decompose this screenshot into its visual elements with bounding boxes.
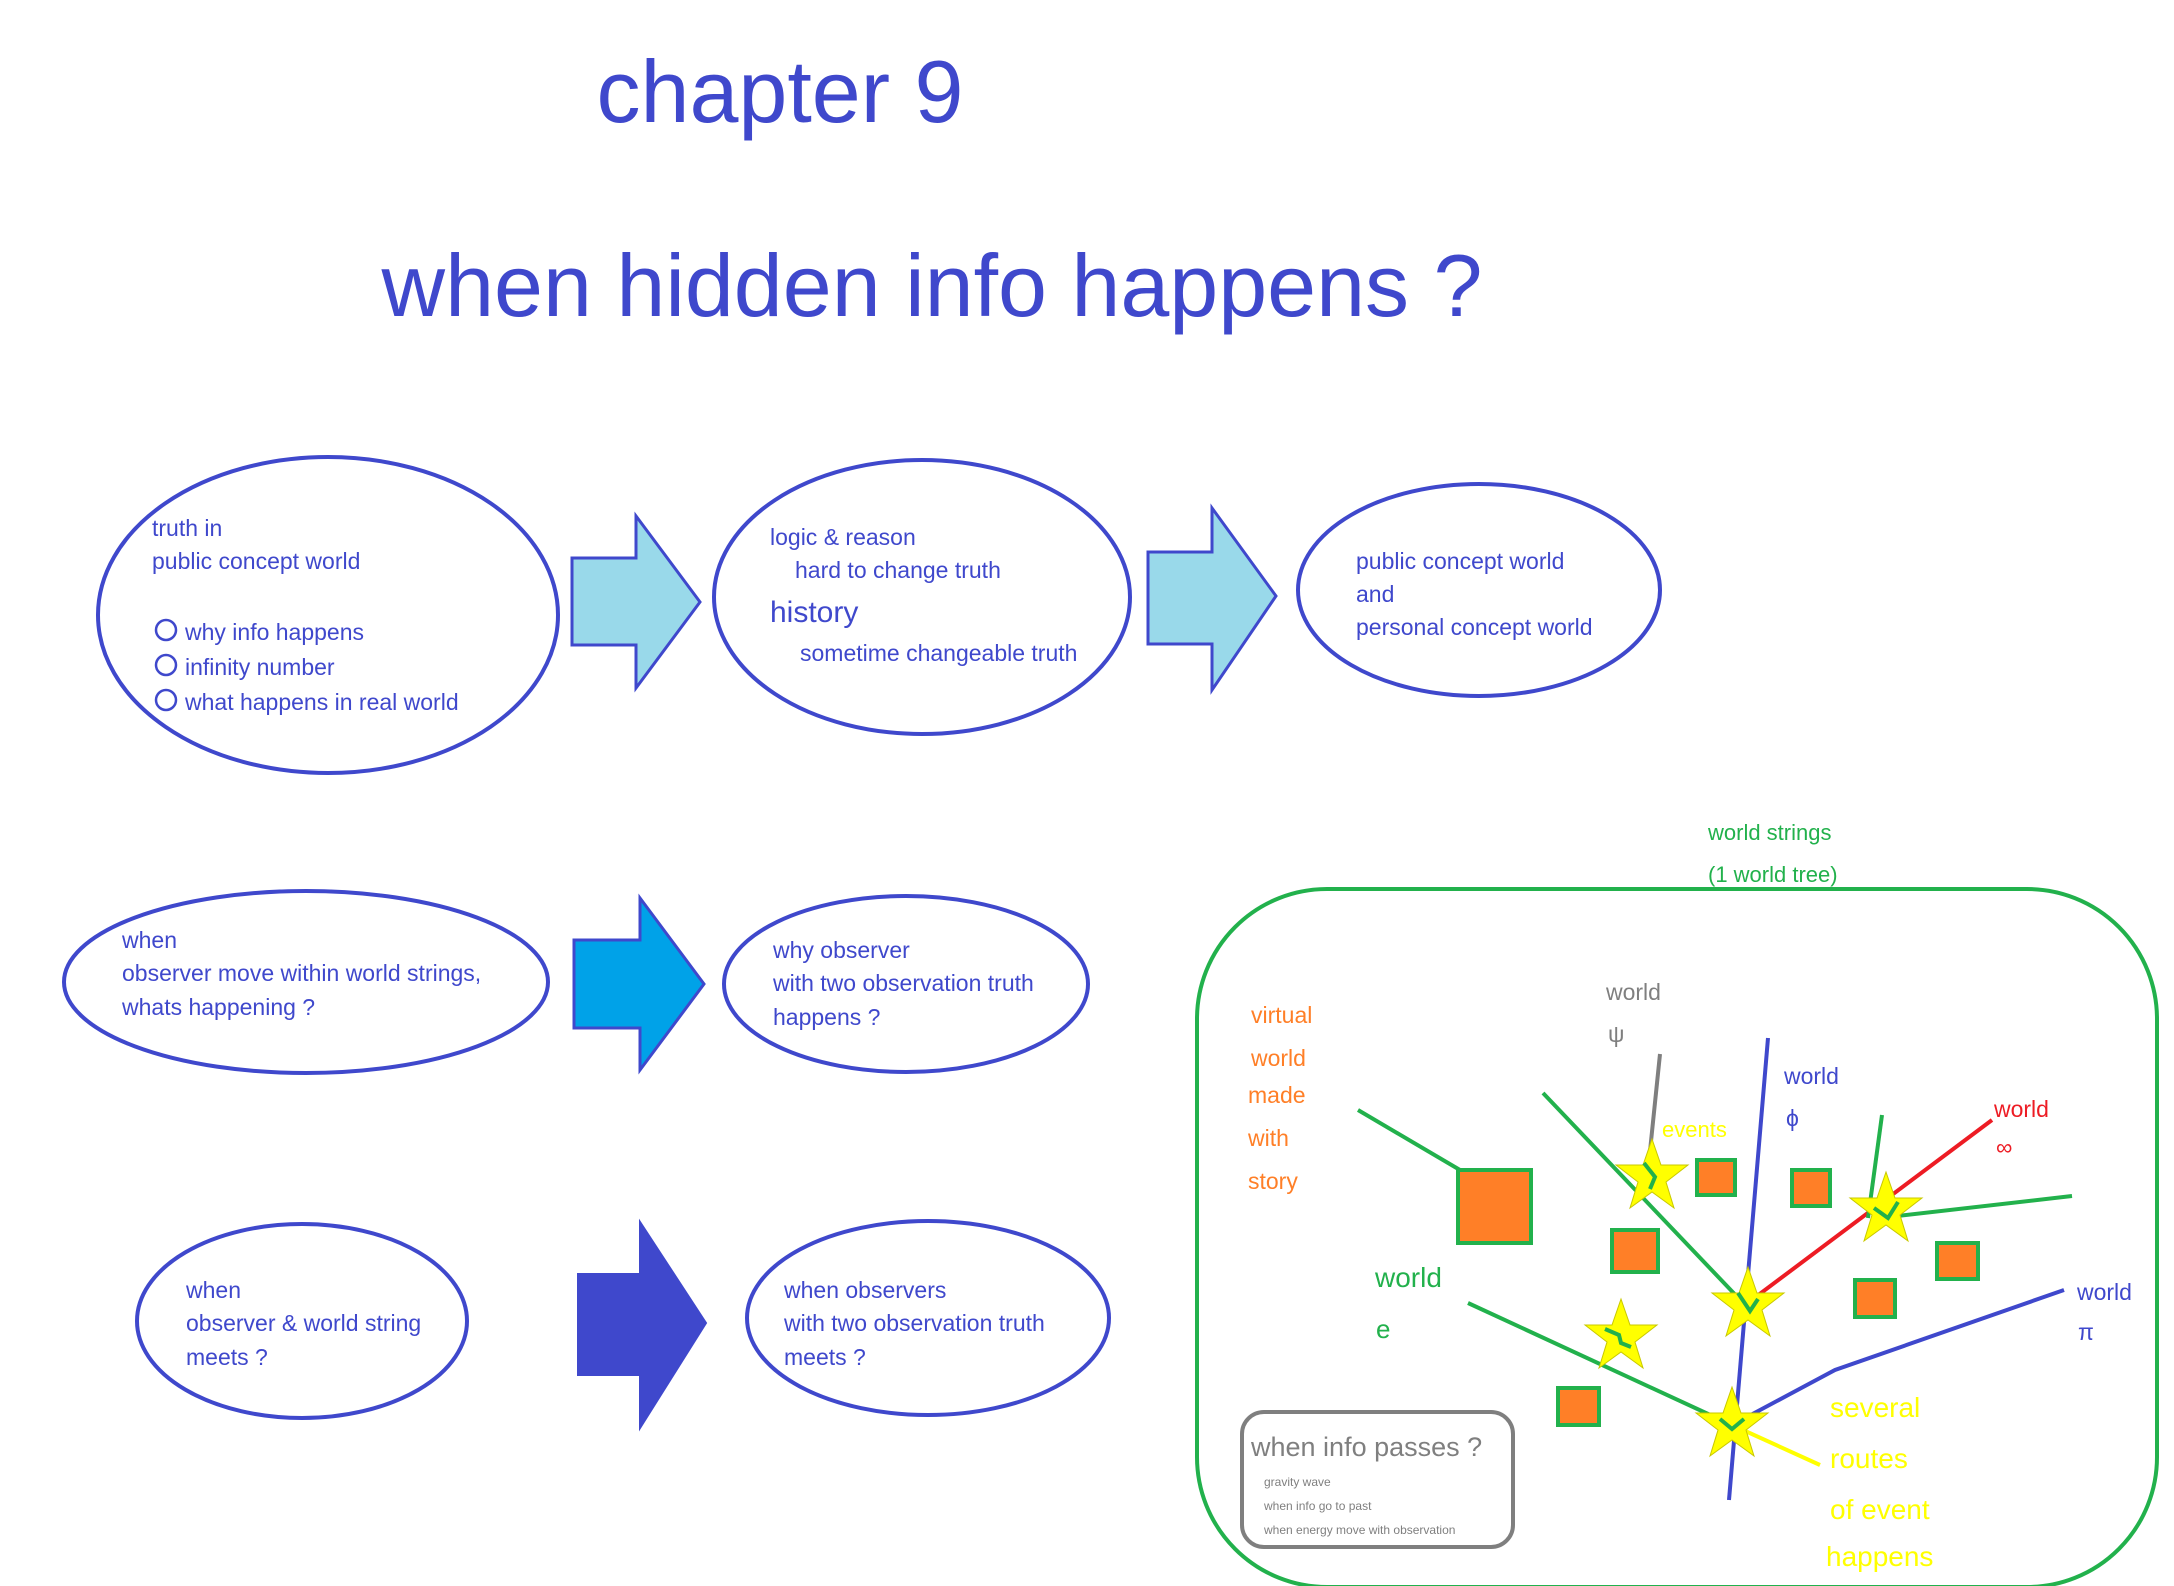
row1-e1-line-1: truth in [152, 515, 222, 541]
row1-e2-line-3: history [770, 596, 858, 629]
row2-e1-line-2: observer move within world strings, [122, 960, 481, 986]
world-e-label: world [1374, 1262, 1442, 1293]
routes-line-1: several [1830, 1392, 1920, 1423]
row1-e3-line-2: and [1356, 581, 1394, 607]
row1-e1-item-3: what happens in real world [184, 689, 459, 715]
arrow-right-mid [572, 893, 706, 1075]
row1-e2-line-1: logic & reason [770, 524, 916, 550]
arrow-right-dark [577, 1218, 708, 1432]
row1-e1-item-2: infinity number [185, 654, 335, 680]
row3-e2-line-1: when observers [783, 1277, 946, 1303]
row3-e1-line-3: meets ? [186, 1344, 268, 1370]
row2-node-why-observer: why observer with two observation truth … [722, 894, 1090, 1074]
row3-ellipse-1 [135, 1222, 469, 1420]
row3-node-observers-meet: when observers with two observation trut… [745, 1219, 1111, 1417]
row2-node-observer-move: when observer move within world strings,… [62, 889, 550, 1075]
chapter-heading: chapter 9 [597, 42, 964, 141]
virtual-label-5: story [1248, 1168, 1298, 1194]
branch-main-green [1541, 1091, 1747, 1307]
event-box [1695, 1158, 1737, 1197]
virtual-label-2: world [1250, 1045, 1306, 1071]
row2-e2-line-1: why observer [772, 937, 910, 963]
event-star-icon [1694, 1385, 1770, 1458]
virtual-label-3: made [1248, 1082, 1306, 1108]
world-psi-label: world [1605, 979, 1661, 1005]
world-strings-title: world strings [1707, 820, 1831, 845]
row2-e2-line-2: with two observation truth [772, 970, 1034, 996]
virtual-label-4: with [1247, 1125, 1289, 1151]
row3-ellipse-2 [745, 1219, 1111, 1417]
branch-virtual [1356, 1108, 1462, 1172]
info-box-frame [1240, 1410, 1515, 1549]
world-pi-symbol: π [2078, 1319, 2094, 1345]
event-box [1556, 1386, 1601, 1427]
row3-e1-line-1: when [185, 1277, 241, 1303]
row1-e2-line-2: hard to change truth [795, 557, 1001, 583]
bullet-circle-icon [154, 653, 178, 677]
row2-ellipse-1 [62, 889, 550, 1075]
row3-e1-line-2: observer & world string [186, 1310, 421, 1336]
event-box [1790, 1168, 1832, 1208]
virtual-label-1: virtual [1251, 1002, 1312, 1028]
event-box [1935, 1241, 1980, 1281]
row1-node-logic: logic & reason hard to change truth hist… [712, 458, 1132, 736]
row1-e1-item-1: why info happens [184, 619, 364, 645]
world-e-symbol: e [1376, 1314, 1390, 1344]
world-psi-symbol: ψ [1608, 1021, 1624, 1047]
info-box-item-2: when info go to past [1263, 1499, 1372, 1513]
info-box-title: when info passes ? [1250, 1432, 1482, 1462]
event-star-icon [1583, 1297, 1659, 1370]
event-box [1853, 1278, 1897, 1319]
row1-e2-line-4: sometime changeable truth [800, 640, 1077, 666]
arrow-right-light-2 [1146, 503, 1278, 695]
row1-e3-line-1: public concept world [1356, 548, 1564, 574]
row3-e2-line-2: with two observation truth [783, 1310, 1045, 1336]
event-star-icon [1614, 1137, 1690, 1210]
routes-line-2: routes [1830, 1443, 1908, 1474]
row2-e1-line-3: whats happening ? [121, 994, 315, 1020]
branch-right-green [1879, 1194, 2073, 1220]
info-box-item-3: when energy move with observation [1263, 1523, 1455, 1537]
event-star-icon [1848, 1170, 1924, 1243]
row1-ellipse-2 [712, 458, 1132, 736]
row1-ellipse-3 [1296, 482, 1662, 698]
row1-node-concept: public concept world and personal concep… [1296, 482, 1662, 698]
row2-e1-line-1: when [121, 927, 177, 953]
world-infinity-label: world [1993, 1096, 2049, 1122]
bullet-circle-icon [154, 688, 178, 712]
row1-ellipse-1 [96, 455, 560, 775]
row1-node-truth: truth in public concept world why info h… [96, 455, 560, 775]
world-phi-symbol: ϕ [1786, 1105, 1799, 1131]
event-box [1610, 1228, 1660, 1274]
row3-e2-line-3: meets ? [784, 1344, 866, 1370]
routes-line-4: happens [1826, 1541, 1933, 1572]
row3-node-observer-meets: when observer & world string meets ? [135, 1222, 469, 1420]
info-box-item-1: gravity wave [1264, 1475, 1331, 1489]
world-pi-label: world [2076, 1279, 2132, 1305]
arrow-right-light-1 [570, 511, 702, 693]
world-phi-label: world [1783, 1063, 1839, 1089]
routes-line-3: of event [1830, 1494, 1930, 1525]
world-infinity-symbol: ∞ [1996, 1134, 2012, 1160]
events-label: events [1662, 1117, 1727, 1142]
event-star-icon [1710, 1265, 1786, 1338]
row2-ellipse-2 [722, 894, 1090, 1074]
branch-pi [1731, 1288, 2065, 1427]
world-strings-subtitle: (1 world tree) [1708, 862, 1838, 887]
page-title: when hidden info happens ? [381, 236, 1483, 335]
info-passes-box: when info passes ? gravity wave when inf… [1240, 1410, 1515, 1549]
bullet-circle-icon [154, 618, 178, 642]
row1-e1-line-2: public concept world [152, 548, 360, 574]
world-tree-panel: world strings (1 world tree) virtual wor… [1195, 820, 2159, 1586]
story-box-large [1456, 1168, 1533, 1245]
row2-e2-line-3: happens ? [773, 1004, 880, 1030]
row1-e3-line-3: personal concept world [1356, 614, 1593, 640]
